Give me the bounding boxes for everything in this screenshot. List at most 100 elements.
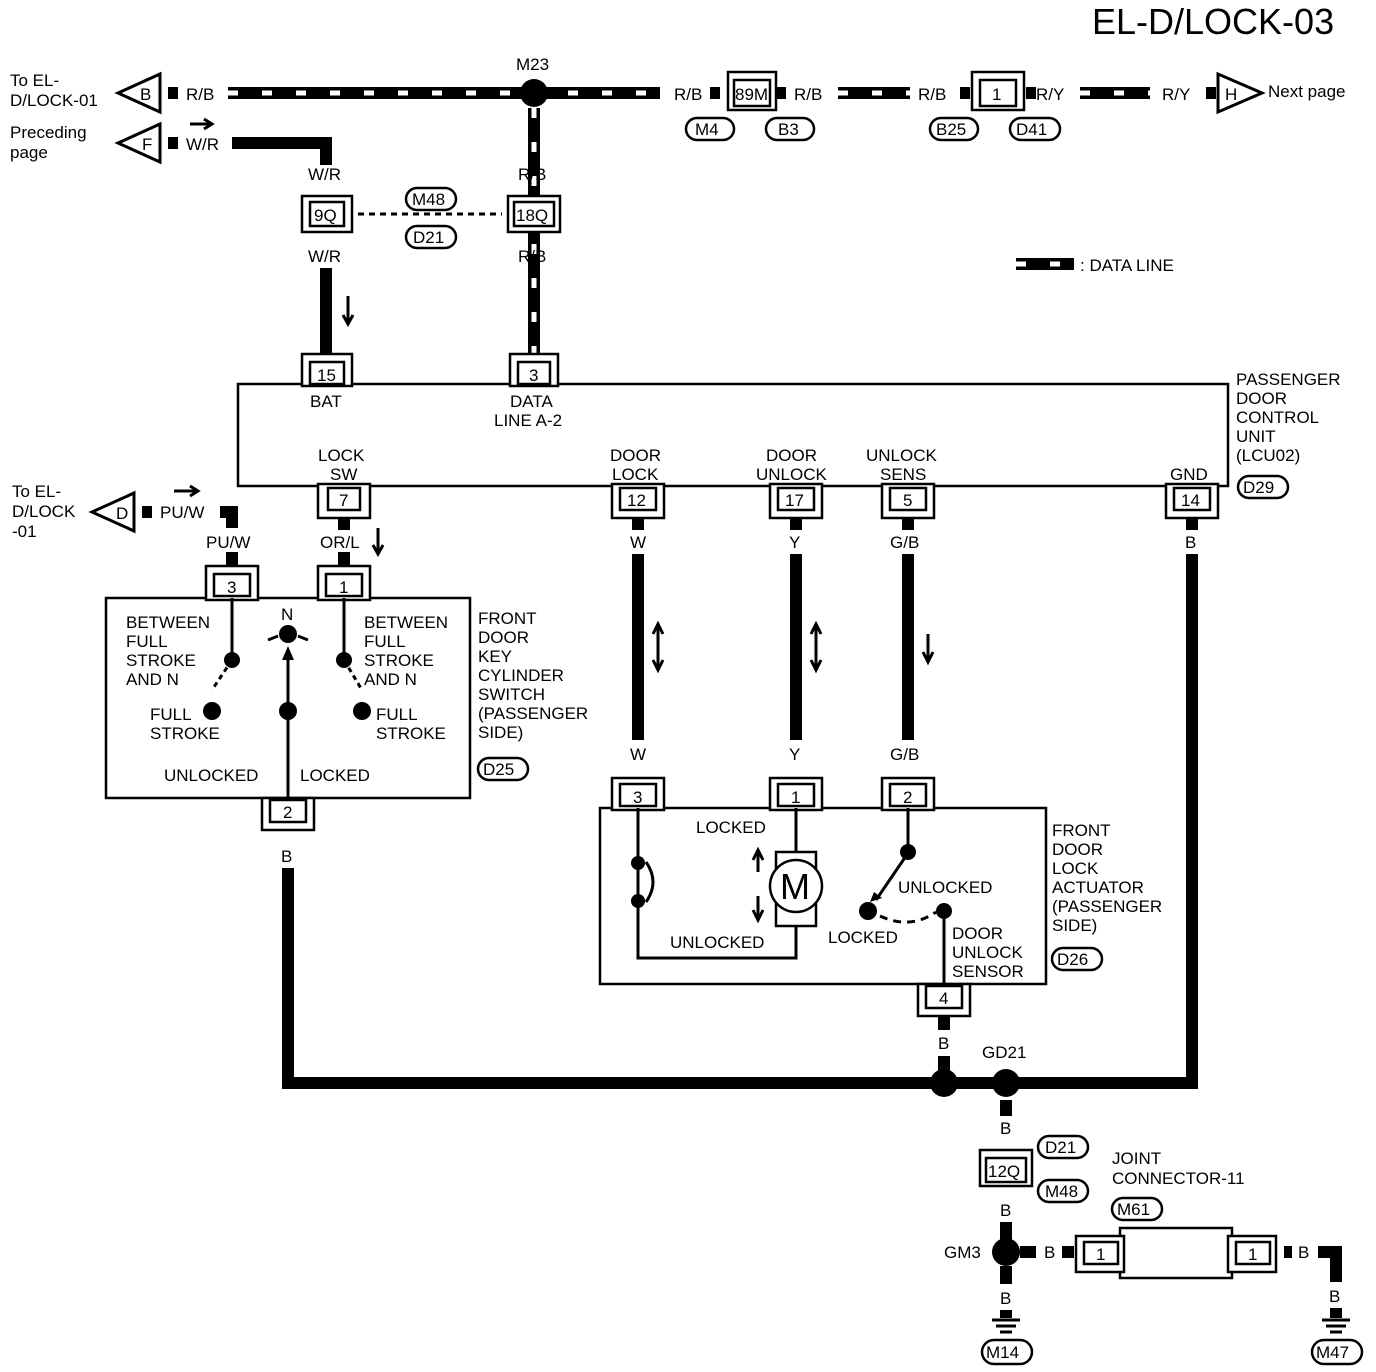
key-name-l1: FRONT: [478, 609, 537, 628]
actuator-name-l6: SIDE): [1052, 916, 1097, 935]
wire-y-label-2: Y: [789, 745, 800, 764]
preceding-l1: Preceding: [10, 123, 87, 142]
actuator-name-l5: (PASSENGER: [1052, 897, 1162, 916]
lcu-locksw-l1: LOCK: [318, 446, 365, 465]
current-arrow-2: [341, 296, 355, 328]
wire-gb-label-2: G/B: [890, 745, 919, 764]
wire-b-label-3: B: [938, 1034, 949, 1053]
key-full-left-l2: STROKE: [150, 724, 220, 743]
svg-text:B: B: [140, 85, 151, 104]
wire-gb-label-1: G/B: [890, 533, 919, 552]
wire-b-label-6: B: [1000, 1289, 1011, 1308]
wire-rb-label-3: R/B: [794, 85, 822, 104]
svg-text:3: 3: [633, 788, 642, 807]
ground-icon-m14: [992, 1318, 1020, 1334]
wire-rb-label-1: R/B: [186, 85, 214, 104]
page-title: EL-D/LOCK-03: [1092, 1, 1334, 42]
preceding-l2: page: [10, 143, 48, 162]
actuator-locked-sw: LOCKED: [828, 928, 898, 947]
node-f: F: [114, 121, 162, 165]
to-lock01-top-l1: To EL-: [10, 71, 59, 90]
wire-puw-label-1: PU/W: [160, 503, 204, 522]
svg-text:15: 15: [317, 366, 336, 385]
tag-m48-bottom: [1036, 1178, 1090, 1204]
svg-text:9Q: 9Q: [314, 206, 337, 225]
node-h: H: [1216, 71, 1266, 115]
svg-text:B25: B25: [936, 120, 966, 139]
splice-m23-label: M23: [516, 55, 549, 74]
svg-text:1: 1: [1096, 1245, 1105, 1264]
tag-m4: [684, 116, 736, 142]
current-arrow-1: [190, 117, 215, 131]
tag-d29: [1236, 474, 1290, 500]
tag-b3: [764, 116, 816, 142]
lcu-data-l1: DATA: [510, 392, 553, 411]
wire-rb-label-4: R/B: [918, 85, 946, 104]
joint-name-l2: CONNECTOR-11: [1112, 1169, 1245, 1188]
svg-text:M61: M61: [1117, 1200, 1150, 1219]
key-name-l2: DOOR: [478, 628, 529, 647]
actuator-sensor-l2: UNLOCK: [952, 943, 1024, 962]
tag-m61: [1110, 1196, 1164, 1222]
actuator-motor: M: [780, 866, 810, 907]
key-unlocked: UNLOCKED: [164, 766, 258, 785]
key-between-left-l4: AND N: [126, 670, 179, 689]
svg-text:1: 1: [1248, 1245, 1257, 1264]
key-name-l7: SIDE): [478, 723, 523, 742]
current-arrow-5: [651, 620, 665, 674]
motor-icon: [768, 858, 824, 914]
svg-text:2: 2: [903, 788, 912, 807]
key-full-right-l2: STROKE: [376, 724, 446, 743]
svg-text:D: D: [116, 504, 128, 523]
wire-w-label-1: W: [630, 533, 646, 552]
next-page-label: Next page: [1268, 82, 1346, 101]
svg-text:M4: M4: [695, 120, 719, 139]
splice-gm3-label: GM3: [944, 1243, 981, 1262]
wire-ry-label-2: R/Y: [1162, 85, 1190, 104]
svg-text:1: 1: [339, 578, 348, 597]
lcu-data-l2: LINE A-2: [494, 411, 562, 430]
svg-text:3: 3: [529, 366, 538, 385]
svg-text:B3: B3: [778, 120, 799, 139]
key-name-l5: SWITCH: [478, 685, 545, 704]
svg-text:D41: D41: [1016, 120, 1047, 139]
key-name-l4: CYLINDER: [478, 666, 564, 685]
legend-text: : DATA LINE: [1080, 256, 1174, 275]
svg-text:12Q: 12Q: [988, 1162, 1020, 1181]
lcu-doorlock-l1: DOOR: [610, 446, 661, 465]
svg-text:12: 12: [627, 491, 646, 510]
joint-connector-body: [1118, 1226, 1234, 1280]
tag-d26: [1050, 946, 1104, 972]
svg-text:89M: 89M: [735, 85, 768, 104]
svg-text:18Q: 18Q: [516, 206, 548, 225]
lcu-box: [236, 382, 1230, 488]
tag-d21-top: [404, 224, 458, 250]
svg-text:D21: D21: [1045, 1138, 1076, 1157]
svg-text:1: 1: [992, 85, 1001, 104]
splice-m23: [520, 79, 548, 107]
svg-text:4: 4: [939, 989, 948, 1008]
lcu-doorunlock-l1: DOOR: [766, 446, 817, 465]
wire-b-label-1: B: [281, 847, 292, 866]
key-name-l6: (PASSENGER: [478, 704, 588, 723]
splice-gd21-label: GD21: [982, 1043, 1026, 1062]
wire-rb-label-6: R/B: [518, 247, 546, 266]
key-switch-contacts: [203, 598, 371, 800]
lcu-unlocksens-l1: UNLOCK: [866, 446, 938, 465]
to-lock01-mid-l2: D/LOCK: [12, 502, 76, 521]
actuator-sensor-l1: DOOR: [952, 924, 1003, 943]
lcu-doorunlock-l2: UNLOCK: [756, 465, 828, 484]
actuator-name-l2: DOOR: [1052, 840, 1103, 859]
joint-name-l1: JOINT: [1112, 1149, 1161, 1168]
key-between-right-l3: STROKE: [364, 651, 434, 670]
key-between-right-l1: BETWEEN: [364, 613, 448, 632]
key-between-left-l1: BETWEEN: [126, 613, 210, 632]
wire-w-label-2: W: [630, 745, 646, 764]
svg-text:H: H: [1225, 85, 1237, 104]
actuator-locked-top: LOCKED: [696, 818, 766, 837]
node-b: B: [114, 71, 162, 115]
actuator-internals: M: [631, 808, 952, 984]
current-arrow-6: [809, 620, 823, 674]
svg-text:2: 2: [283, 803, 292, 822]
tag-m14: [980, 1338, 1034, 1366]
